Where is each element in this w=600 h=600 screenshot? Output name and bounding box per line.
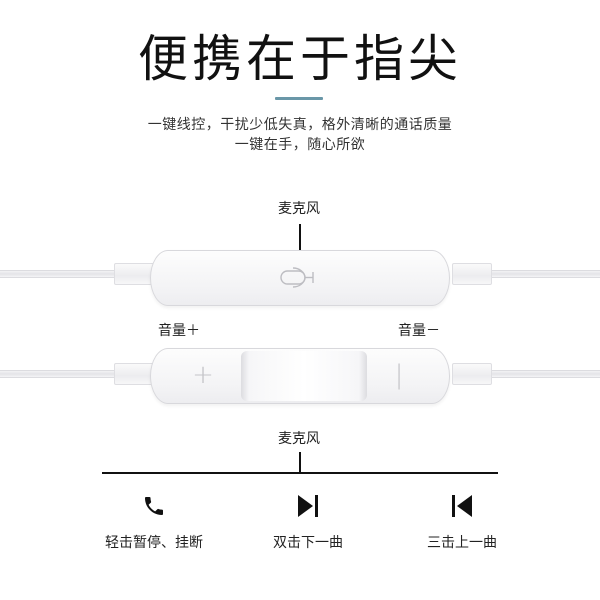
cable-right bbox=[488, 370, 600, 378]
remote-body-top bbox=[150, 250, 450, 306]
action-label: 双击下一曲 bbox=[273, 535, 343, 551]
previous-track-icon bbox=[452, 495, 472, 517]
center-button[interactable] bbox=[241, 351, 367, 401]
page-title: 便携在于指尖 bbox=[138, 30, 462, 88]
action-triple-tap: 三击上一曲 bbox=[392, 490, 532, 552]
mic-pointer-line bbox=[299, 224, 301, 264]
ferrule-left bbox=[114, 263, 154, 285]
volume-up-label: 音量＋ bbox=[158, 323, 200, 339]
subtitle-line-2: 一键在手，随心所欲 bbox=[234, 137, 366, 153]
title-underline bbox=[275, 97, 323, 100]
cable-left bbox=[0, 370, 120, 378]
cable-left bbox=[0, 270, 120, 278]
minus-icon: | bbox=[394, 360, 404, 390]
phone-icon bbox=[145, 497, 163, 515]
mic-label-timeline: 麦克风 bbox=[278, 431, 320, 447]
cable-right bbox=[488, 270, 600, 278]
action-single-tap: 轻击暂停、挂断 bbox=[84, 490, 224, 552]
microphone-icon bbox=[280, 267, 314, 288]
plus-icon: + bbox=[192, 360, 214, 390]
remote-body-bottom: + | bbox=[150, 348, 450, 404]
action-double-tap: 双击下一曲 bbox=[238, 490, 378, 552]
volume-down-label: 音量－ bbox=[398, 323, 440, 339]
ferrule-right bbox=[452, 363, 492, 385]
volume-up-button[interactable]: + bbox=[187, 362, 219, 388]
action-label: 轻击暂停、挂断 bbox=[105, 535, 203, 551]
mic-label-top: 麦克风 bbox=[278, 201, 320, 217]
timeline-tick bbox=[299, 452, 301, 473]
ferrule-right bbox=[452, 263, 492, 285]
timeline-line bbox=[102, 472, 498, 474]
ferrule-left bbox=[114, 363, 154, 385]
next-track-icon bbox=[298, 495, 318, 517]
subtitle-line-1: 一键线控，干扰少低失真，格外清晰的通话质量 bbox=[147, 117, 453, 133]
action-label: 三击上一曲 bbox=[427, 535, 497, 551]
volume-down-button[interactable]: | bbox=[383, 362, 415, 388]
